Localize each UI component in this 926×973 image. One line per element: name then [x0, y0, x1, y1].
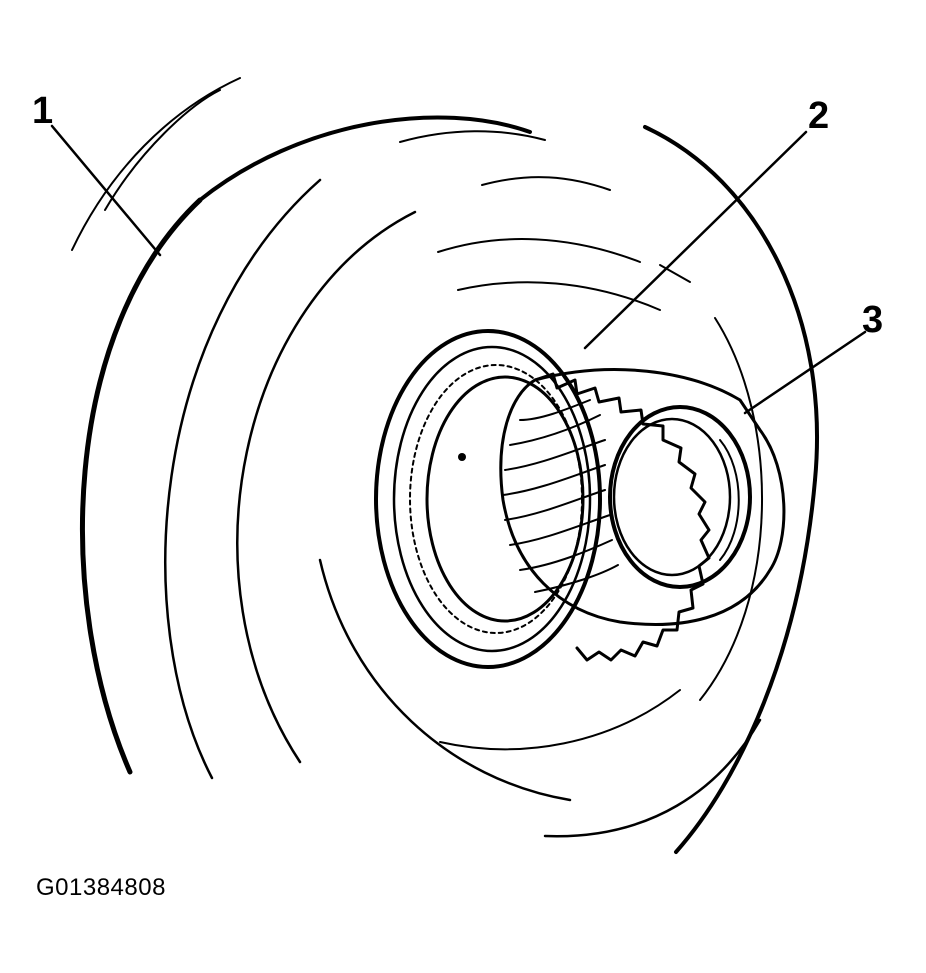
housing-right-arc-b	[674, 478, 817, 854]
housing-mid-arc	[437, 238, 641, 263]
housing-right-arc-a	[643, 125, 820, 482]
housing-bottom-arc-c	[439, 689, 681, 751]
housing-inner-top-b	[481, 176, 611, 191]
housing-far-arc-b	[104, 89, 221, 211]
gear-body-outline	[499, 368, 786, 626]
gear-teeth	[533, 372, 711, 662]
housing-top-arc	[198, 115, 532, 202]
callout-3: 3	[862, 299, 883, 341]
housing-right-inner-arc	[699, 317, 764, 701]
housing	[71, 77, 820, 854]
leader-line-3	[743, 330, 867, 415]
housing-inner-arc-a	[164, 178, 322, 780]
callout-2: 2	[808, 95, 829, 137]
housing-inner-top-a	[399, 130, 546, 143]
washer-face	[425, 375, 585, 623]
housing-outer-arc	[80, 197, 203, 775]
figure-id: G01384808	[36, 874, 166, 901]
leader-line-1	[50, 124, 162, 257]
washer-outer-edge	[374, 329, 602, 669]
leader-line-2	[583, 130, 808, 350]
callout-1: 1	[32, 90, 53, 132]
housing-tick	[659, 264, 691, 283]
leader-lines	[50, 124, 867, 415]
housing-inner-arc-b	[236, 210, 417, 764]
gear-helical-grooves	[502, 399, 619, 593]
housing-far-arc-a	[71, 77, 241, 251]
housing-bottom-arc-b	[543, 718, 762, 838]
thrust-washer	[374, 329, 602, 669]
gear-bore-shade	[719, 439, 740, 561]
washer-inner-edge	[392, 345, 592, 653]
housing-bottom-arc-a	[318, 558, 572, 802]
helical-gear	[499, 368, 786, 662]
washer-hole	[458, 453, 466, 461]
gear-bore-inner	[612, 417, 732, 577]
gear-bore-outer	[608, 405, 752, 589]
